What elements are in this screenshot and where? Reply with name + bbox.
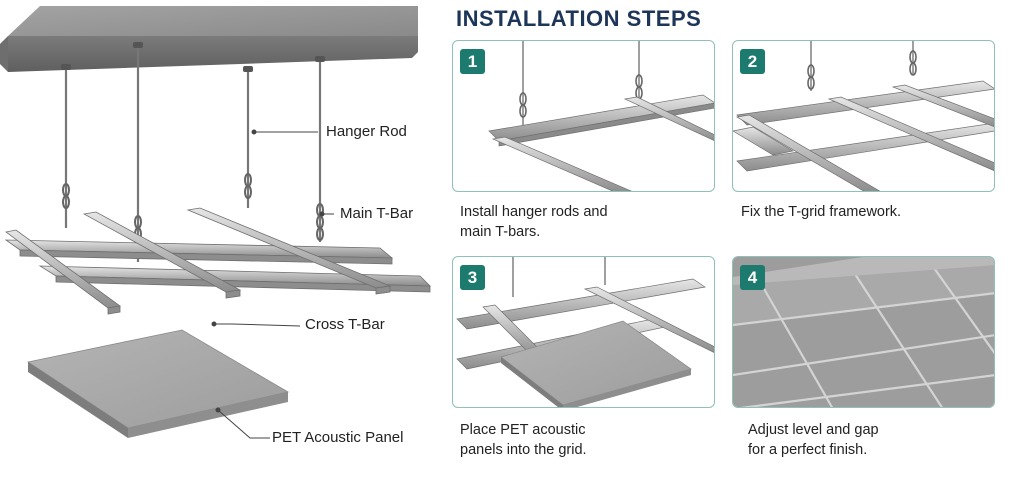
leader-lines [211,129,334,439]
step-4-illustration [733,257,994,407]
step-3-panel [500,320,692,407]
step-1-caption: Install hanger rods and main T-bars. [460,204,608,240]
step-2-badge: 2 [740,49,765,74]
step-1-illustration [488,41,714,191]
step-2-card: 2 [732,40,995,192]
pet-acoustic-panel-label: PET Acoustic Panel [272,429,404,446]
step-1-badge: 1 [460,49,485,74]
step-4-caption: Adjust level and gap for a perfect finis… [748,422,879,458]
ceiling-assembly-diagram [0,6,431,439]
main-t-bar-label: Main T-Bar [340,205,414,222]
hanger-rod-label: Hanger Rod [326,123,407,140]
concrete-slab [0,6,418,72]
step-3-card: 3 [452,256,715,408]
section-title: INSTALLATION STEPS [456,6,702,31]
step-1-card: 1 [452,40,715,192]
step-4-card: 4 [732,256,995,408]
rod-anchors [61,42,325,72]
step-3-illustration [456,257,714,407]
step-4-badge: 4 [740,265,765,290]
step-3-caption: Place PET acoustic panels into the grid. [460,422,587,458]
step-3-badge: 3 [460,265,485,290]
cross-t-bar-label: Cross T-Bar [305,316,385,333]
pet-acoustic-panel [26,329,290,438]
t-bar-grid [4,207,431,315]
hanger-rods [64,44,322,262]
step-2-caption: Fix the T-grid framework. [741,204,902,220]
step-2-illustration [733,41,994,191]
